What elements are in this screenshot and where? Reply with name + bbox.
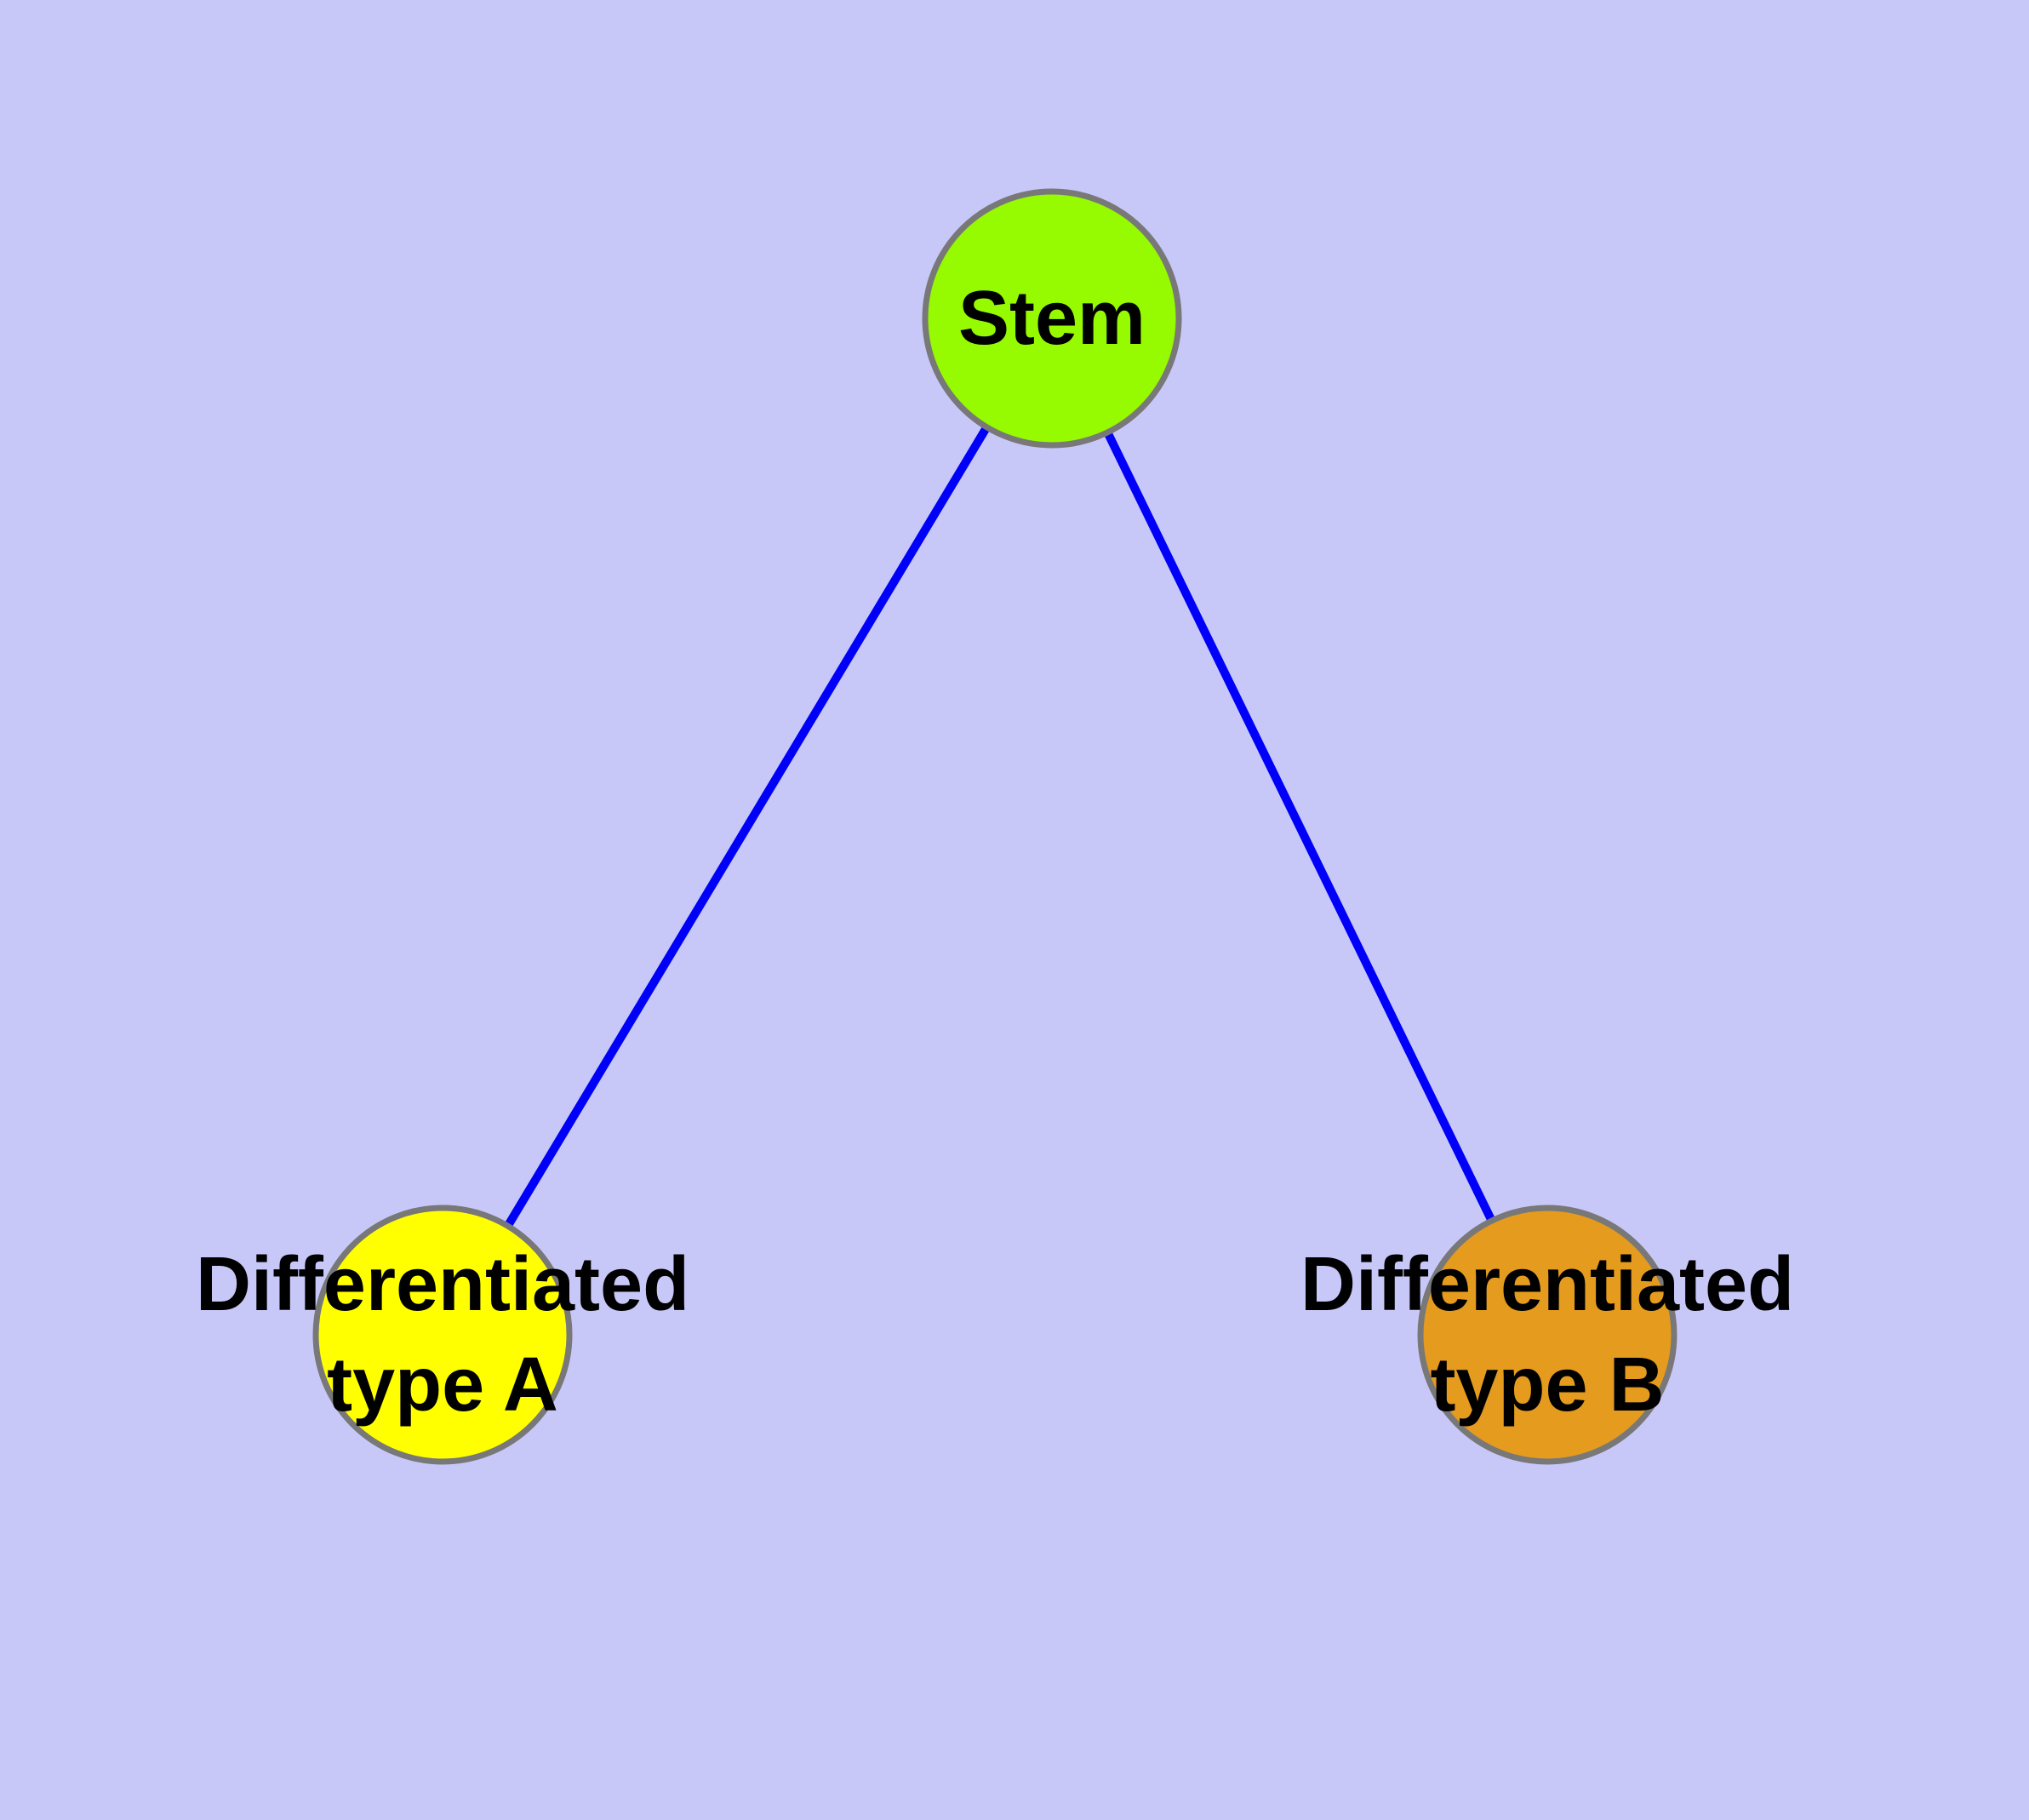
node-circle-diff-a xyxy=(312,1205,573,1465)
edge-stem-to-diff-a xyxy=(504,425,991,1228)
node-circle-stem xyxy=(922,188,1182,449)
edge-stem-to-diff-b xyxy=(1103,430,1496,1223)
node-circle-diff-b xyxy=(1417,1205,1677,1465)
